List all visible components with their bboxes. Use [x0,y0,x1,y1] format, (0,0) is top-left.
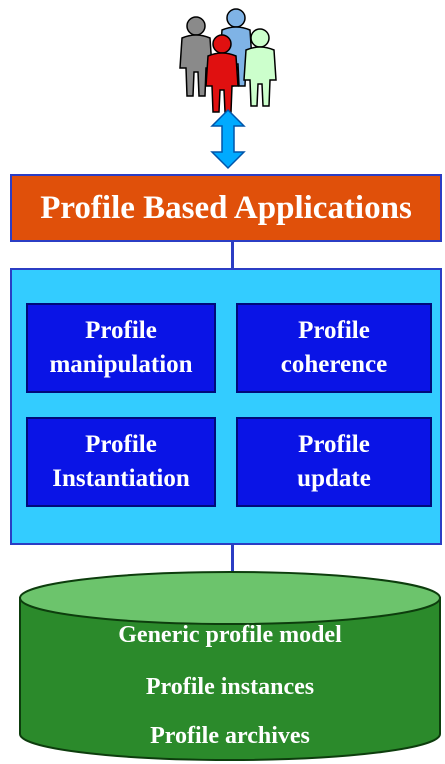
service-label: Profile manipulation [49,317,193,378]
application-bar: Profile Based Applications [10,174,442,242]
service-label: Profile Instantiation [52,431,190,492]
connector-line-top [231,242,234,268]
connector-line-bottom [231,545,234,575]
database-cylinder [19,571,441,761]
application-bar-title: Profile Based Applications [40,189,412,226]
double-arrow-icon [210,108,246,170]
service-label: Profile update [297,431,371,492]
service-profile-manipulation: Profile manipulation [26,303,216,393]
database-line-generic-model: Generic profile model [118,622,342,648]
service-profile-instantiation: Profile Instantiation [26,417,216,507]
database-line-archives: Profile archives [150,723,310,749]
service-profile-update: Profile update [236,417,432,507]
services-panel: Profile manipulation Profile coherence P… [10,268,442,545]
service-profile-coherence: Profile coherence [236,303,432,393]
database-line-instances: Profile instances [145,674,315,700]
service-label: Profile coherence [280,317,388,378]
users-group-icon [179,8,277,113]
